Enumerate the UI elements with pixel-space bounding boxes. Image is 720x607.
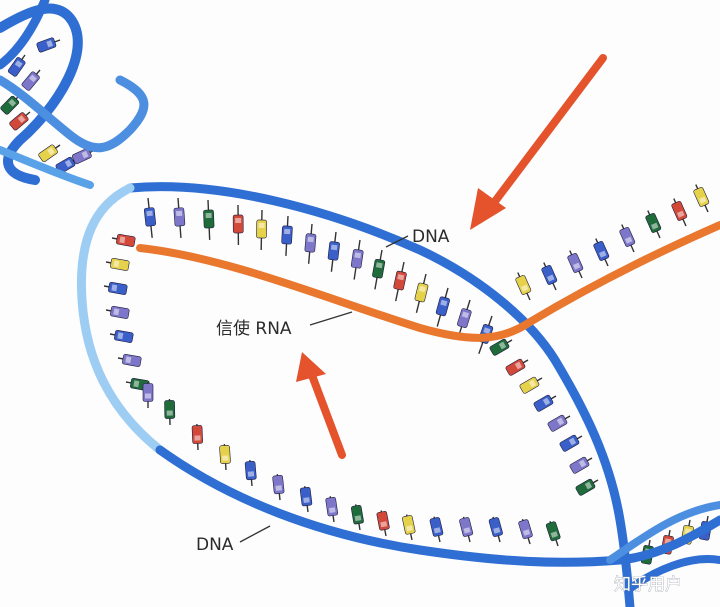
helix-strand-4 (0, 146, 94, 189)
nucleotide-icon (459, 516, 474, 543)
nucleotide-icon (645, 210, 662, 239)
nucleotide-icon (71, 148, 96, 165)
nucleotide-icon (376, 510, 390, 537)
nucleotide-icon (693, 184, 710, 213)
label-dna-bottom: DNA (196, 535, 234, 555)
nucleotide-icon (393, 261, 407, 302)
nucleotide-icon (304, 223, 317, 264)
arrow-icon (296, 352, 346, 459)
nucleotide-icon (429, 516, 444, 543)
nucleotide-icon (109, 329, 134, 343)
nucleotide-icon (244, 460, 257, 487)
nucleotide-icon (559, 434, 583, 452)
dna-bottom-strand (155, 445, 720, 567)
nucleotide-icon (414, 273, 429, 314)
label-mrna: 信使 RNA (216, 318, 292, 339)
helix-strand-3 (0, 0, 50, 70)
nucleotide-icon (105, 305, 130, 319)
nucleotide-icon (671, 198, 688, 227)
nucleotide-icon (103, 281, 128, 295)
label-dna-top: DNA (412, 227, 450, 247)
nucleotide-icon (191, 423, 203, 451)
nucleotide-bases (0, 37, 712, 565)
nucleotide-icon (117, 353, 142, 367)
nucleotide-icon (7, 54, 26, 77)
nucleotide-icon (402, 514, 416, 541)
nucleotide-icon (569, 456, 593, 474)
nucleotide-icon (518, 518, 533, 545)
nucleotide-icon (272, 474, 285, 501)
mrna-strand (136, 221, 720, 342)
nucleotide-icon (519, 376, 543, 394)
nucleotide-icon (232, 204, 244, 246)
arrow-icon (470, 54, 607, 230)
nucleotide-icon (38, 144, 61, 163)
nucleotide-icon (111, 233, 136, 247)
nucleotide-icon (143, 197, 157, 238)
nucleotide-icon (142, 382, 154, 408)
helix-lower-right-2 (624, 555, 720, 594)
dna-top-strand (125, 182, 635, 607)
nucleotide-icon (299, 486, 313, 513)
helix-lower-right (606, 501, 720, 564)
nucleotide-icon (164, 398, 176, 426)
nucleotide-icon (575, 478, 599, 496)
dna-top-leader (385, 235, 409, 248)
nucleotide-icon (173, 197, 186, 238)
nucleotide-icon (350, 504, 364, 531)
mrna-leader (309, 311, 353, 326)
nucleotide-icon (488, 516, 503, 543)
nucleotide-icon (325, 496, 339, 523)
nucleotide-icon (515, 272, 532, 301)
nucleotide-icon (105, 257, 130, 271)
nucleotide-icon (619, 224, 636, 253)
nucleotide-icon (435, 287, 450, 327)
nucleotide-icon (505, 358, 529, 376)
nucleotide-icon (350, 239, 364, 280)
nucleotide-icon (372, 249, 386, 290)
nucleotide-icon (203, 199, 215, 240)
dna-left-strand (76, 183, 165, 455)
nucleotide-icon (36, 37, 61, 53)
nucleotide-icon (541, 262, 558, 291)
nucleotide-icon (21, 69, 41, 91)
nucleotide-icon (545, 521, 561, 547)
helix-strand-2 (0, 75, 149, 153)
nucleotide-icon (9, 111, 31, 131)
watermark: 知乎用户 (614, 575, 682, 595)
nucleotide-icon (219, 444, 231, 471)
nucleotide-icon (327, 231, 340, 272)
nucleotide-icon (457, 299, 472, 339)
nucleotide-icon (0, 94, 21, 115)
nucleotide-icon (593, 238, 610, 267)
nucleotide-icon (256, 209, 268, 251)
nucleotide-icon (489, 338, 513, 356)
nucleotide-icon (533, 394, 557, 412)
dna-bottom-leader (239, 525, 271, 543)
nucleotide-icon (547, 414, 571, 432)
nucleotide-icon (281, 215, 293, 256)
nucleotide-icon (567, 250, 584, 279)
